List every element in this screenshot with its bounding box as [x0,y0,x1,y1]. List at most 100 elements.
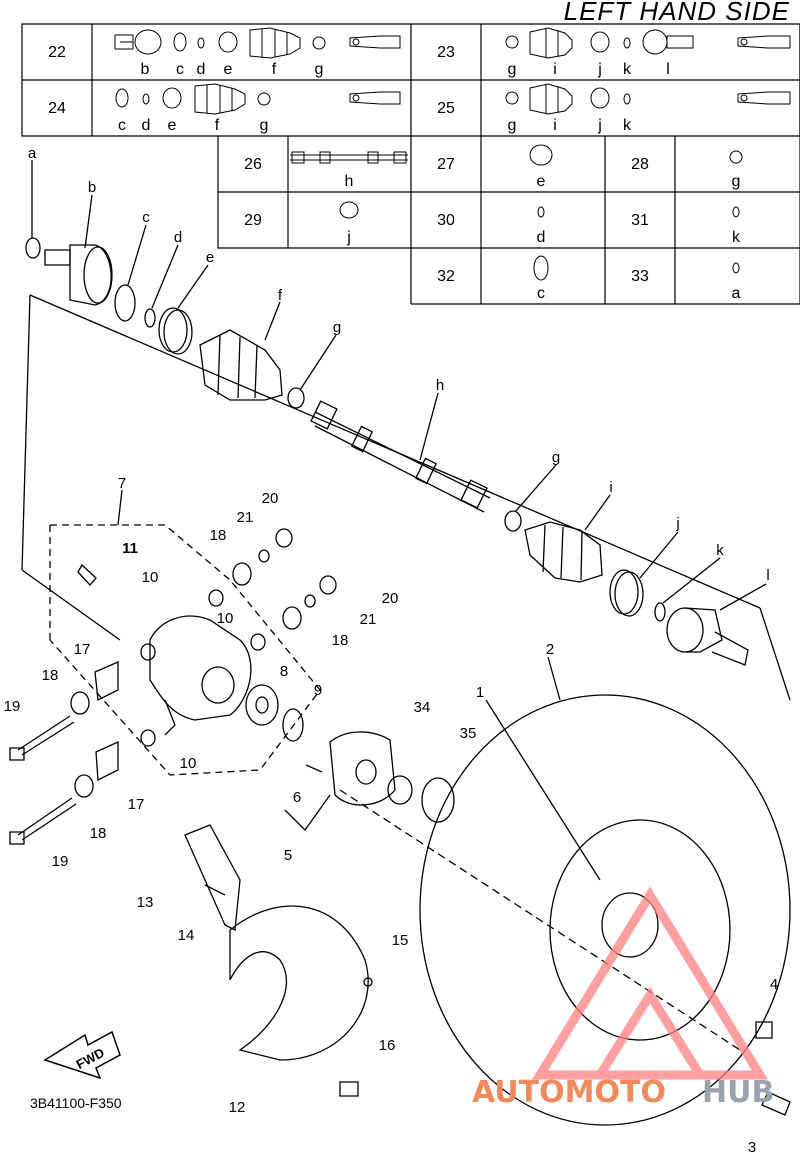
kit-number: 25 [437,100,455,117]
inner-cv-joint-icon [643,30,693,54]
kit-part-letter: e [224,61,233,78]
kit-table [22,24,800,304]
callout-10: 10 [180,755,197,772]
callout-11: 11 [122,540,138,557]
kit-part-letter: k [623,117,632,134]
clamp-icon [506,92,518,104]
callout-c: c [142,209,150,226]
grease-tube-icon [350,92,400,104]
callout-18: 18 [90,825,107,842]
callout-2: 2 [546,641,554,658]
kit-part-letter: i [553,117,557,134]
kit-part-letter: e [537,173,546,190]
callout-13: 13 [137,894,154,911]
callout-k: k [716,542,724,559]
kit-number: 24 [48,100,66,117]
band-icon [219,32,237,52]
circlip-icon [174,33,186,51]
kit-number: 32 [437,268,455,285]
kit-part-letter: j [346,229,351,246]
kit-part-letter: g [508,117,517,134]
kit-part-letter: b [141,61,150,78]
kit-part-letter: j [597,61,602,78]
small-clip-icon [624,94,630,104]
callout-a: a [28,145,37,162]
kit-table-text: 22 23 24 25 b c d e f g g i j k l c d e … [48,44,741,302]
kit-part-letter: g [508,61,517,78]
kit-number: 23 [437,44,455,61]
callout-9: 9 [314,682,322,699]
callout-g: g [552,449,560,466]
callout-21: 21 [237,509,254,526]
callout-16: 16 [379,1037,396,1054]
kit-part-letter: c [537,285,545,302]
kit-part-letter: f [272,61,277,78]
callout-15: 15 [392,932,409,949]
kit-part-letter: g [260,117,269,134]
circlip-icon [116,89,128,107]
callout-17: 17 [74,641,91,658]
grease-tube-icon [350,36,400,48]
kit-part-letter: i [553,61,557,78]
kit-part-letter: k [623,61,632,78]
kit-part-letter: f [215,117,220,134]
callout-14: 14 [178,927,195,944]
band-icon [591,88,609,108]
callout-d: d [174,229,182,246]
callout-21: 21 [360,611,377,628]
watermark-text-primary: AUTOMOTO [472,1075,666,1110]
grease-tube-icon [738,36,790,48]
callout-numbers: 7 11 10 10 10 10 18 18 18 18 20 20 21 21… [4,475,779,1156]
kit-part-letter: d [197,61,206,78]
band-icon [591,32,609,52]
kit-part-letter: c [176,61,184,78]
callout-10: 10 [142,569,159,586]
callout-7: 7 [118,475,126,492]
small-clip-icon [538,207,544,217]
drive-shaft-assembly [10,160,790,1125]
outer-cv-joint-icon [115,30,161,54]
page-title: LEFT HAND SIDE [564,0,790,26]
kit-part-letter: e [168,117,177,134]
kit-number: 28 [631,156,649,173]
kit-part-letter: c [118,117,126,134]
kit-part-letter: g [315,61,324,78]
small-clip-icon [143,94,149,104]
callout-19: 19 [52,853,69,870]
band-icon [530,145,552,165]
callout-20: 20 [382,590,399,607]
clamp-icon [506,36,518,48]
callout-i: i [609,479,612,496]
callout-b: b [88,179,96,196]
circlip-icon [534,256,548,280]
grease-tube-icon [738,92,790,104]
callout-19: 19 [4,698,21,715]
boot-icon [530,84,572,114]
callout-17: 17 [128,796,145,813]
callout-20: 20 [262,490,279,507]
callout-18: 18 [332,632,349,649]
drawing-code: 3B41100-F350 [30,1095,122,1111]
kit-number: 22 [48,44,66,61]
fwd-arrow: FWD [45,1032,120,1078]
callout-e: e [206,249,214,266]
kit-number: 27 [437,156,455,173]
callout-8: 8 [280,663,288,680]
callout-10: 10 [217,610,234,627]
callout-f: f [278,287,283,304]
callout-1: 1 [476,684,484,701]
callout-h: h [436,377,444,394]
boot-icon [530,28,572,58]
callout-letters: a b c d e f g h g i j k l [28,145,770,584]
callout-34: 34 [414,699,431,716]
kit-number: 33 [631,268,649,285]
small-clip-icon [733,263,739,273]
callout-6: 6 [293,789,301,806]
callout-18: 18 [210,527,227,544]
band-icon [163,88,181,108]
callout-g: g [333,319,341,336]
watermark-logo-icon [540,895,760,1075]
kit-part-letter: j [597,117,602,134]
kit-number: 26 [244,156,262,173]
callout-4: 4 [770,976,778,993]
